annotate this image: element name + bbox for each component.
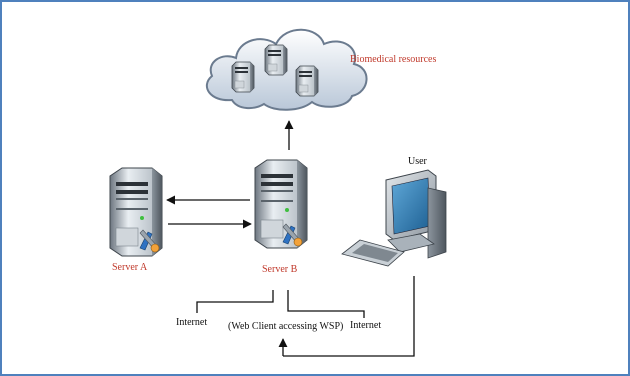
desktop-computer-icon <box>385 169 447 259</box>
cloud-server-icon-1 <box>231 61 255 93</box>
server-a-label: Server A <box>112 262 148 273</box>
server-b-icon <box>254 159 308 249</box>
cloud-server-icon-2 <box>264 44 288 76</box>
server-b-label: Server B <box>262 264 298 275</box>
keyboard-icon <box>341 239 405 267</box>
user-label: User <box>408 156 428 167</box>
cloud-label: Biomedical resources <box>350 54 436 65</box>
cloud-server-icon-3 <box>295 65 319 97</box>
web-client-label: (Web Client accessing WSP) <box>228 321 343 332</box>
internet-connection-lines <box>196 276 415 357</box>
internet-label-left: Internet <box>176 317 207 328</box>
internet-label-right: Internet <box>350 320 381 331</box>
server-a-icon <box>109 167 163 257</box>
